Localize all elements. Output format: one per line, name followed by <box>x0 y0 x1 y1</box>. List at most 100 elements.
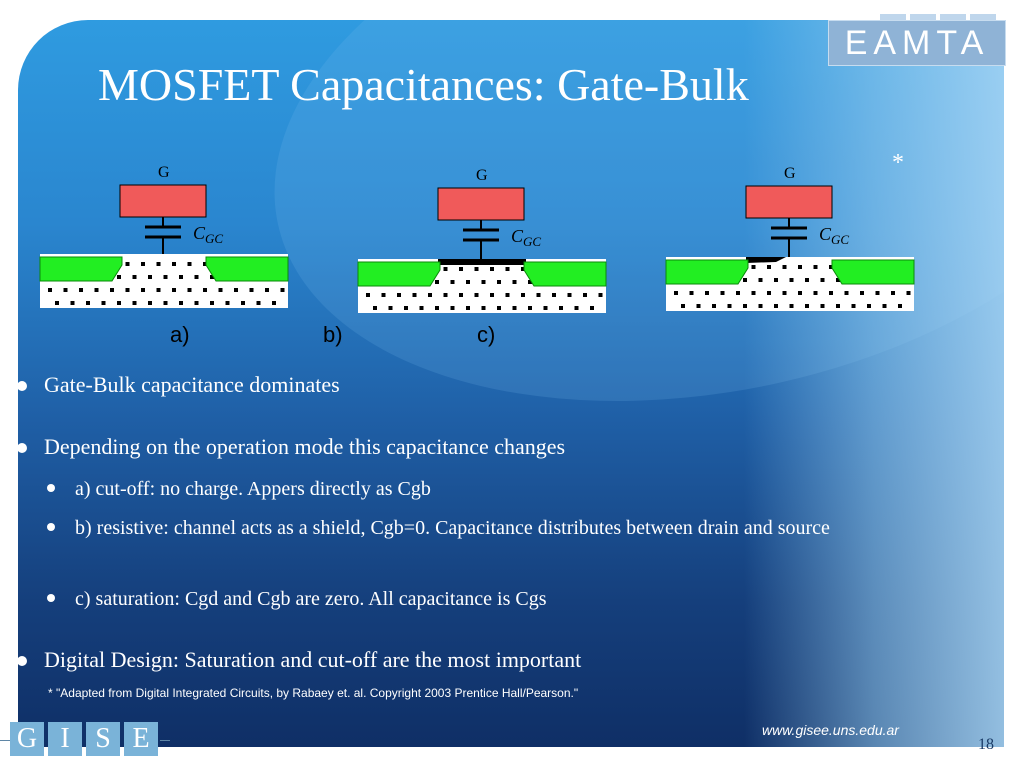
website-link[interactable]: www.gisee.uns.edu.ar <box>762 722 899 738</box>
substrate-dot <box>497 306 501 310</box>
substrate-dot <box>598 293 603 297</box>
substrate-dot <box>179 301 183 305</box>
case-label-b: b) <box>323 322 343 347</box>
gate-label: G <box>158 164 170 181</box>
substrate-dot <box>720 291 725 295</box>
substrate-dot <box>459 267 463 271</box>
substrate-dot <box>225 301 230 305</box>
substrate-dot <box>782 265 787 269</box>
substrate-dot <box>450 280 455 284</box>
substrate-dot <box>203 288 207 292</box>
substrate-dot <box>521 293 525 297</box>
substrate-dot <box>210 301 214 305</box>
substrate-dot <box>110 288 114 292</box>
substrate-dot <box>443 267 448 271</box>
substrate-dot <box>474 267 479 271</box>
substrate-dot <box>210 275 214 279</box>
substrate-dot <box>397 293 401 297</box>
substrate-dot <box>689 291 694 295</box>
eamta-logo-bars <box>880 14 1000 22</box>
substrate-dot <box>767 265 771 269</box>
substrate-dot <box>79 288 83 292</box>
substrate-dot <box>867 304 871 308</box>
substrate-dot <box>272 301 276 305</box>
bullet-digital-design: Digital Design: Saturation and cut-off a… <box>16 647 582 672</box>
substrate-dot <box>789 278 794 282</box>
mosfet-diagram-a: G CGC <box>39 164 289 308</box>
substrate-dot <box>163 275 168 279</box>
substrate-dot <box>70 301 75 305</box>
gate-electrode <box>745 185 833 219</box>
substrate-dot <box>132 275 137 279</box>
substrate-dot <box>249 288 254 292</box>
substrate-dot <box>48 288 52 292</box>
substrate-dot <box>179 275 183 279</box>
substrate-dot <box>758 304 763 308</box>
substrate-dot <box>681 304 685 308</box>
substrate-dot <box>156 288 161 292</box>
substrate-dot <box>813 265 818 269</box>
substrate-dot <box>774 304 778 308</box>
substrate-dot <box>820 278 825 282</box>
substrate-dot <box>388 306 393 310</box>
slide-background <box>18 20 1004 747</box>
substrate-dot <box>194 301 199 305</box>
bullet-gate-bulk-dominates: Gate-Bulk capacitance dominates <box>17 372 340 397</box>
substrate-dot <box>891 291 895 295</box>
substrate-dot <box>141 288 145 292</box>
drain-diffusion <box>523 261 607 287</box>
gise-logo: G I S E <box>10 722 158 758</box>
substrate-dot <box>265 288 269 292</box>
substrate-dot <box>536 293 541 297</box>
drain-diffusion <box>831 259 915 285</box>
substrate-dot <box>443 293 448 297</box>
substrate-dot <box>497 280 501 284</box>
substrate-dot <box>559 306 563 310</box>
substrate-dot <box>466 306 470 310</box>
substrate-dot <box>898 304 902 308</box>
substrate-dot <box>412 293 417 297</box>
substrate-dot <box>805 278 809 282</box>
gise-letter-e: E <box>124 722 158 756</box>
eamta-logo: EAMTA <box>828 20 1006 66</box>
substrate-dot <box>381 293 386 297</box>
substrate-dot <box>674 291 678 295</box>
substrate-dot <box>512 280 517 284</box>
substrate-dot <box>141 262 145 266</box>
substrate-dot <box>528 306 532 310</box>
substrate-dot <box>450 306 455 310</box>
substrate-dot <box>743 304 747 308</box>
substrate-dot <box>844 291 849 295</box>
pinched-channel <box>746 257 786 263</box>
bullet-operation-mode: Depending on the operation mode this cap… <box>16 434 566 459</box>
substrate-dot <box>419 306 424 310</box>
substrate-dot <box>55 301 59 305</box>
substrate-dot <box>466 280 470 284</box>
gise-logo-line-left <box>0 740 12 741</box>
capacitance-label-subscript: GC <box>523 234 541 249</box>
inversion-channel <box>438 259 526 265</box>
capacitance-label: CGC <box>193 223 223 246</box>
substrate-dot <box>789 304 794 308</box>
substrate-dot <box>836 304 840 308</box>
substrate-dot <box>117 275 121 279</box>
slide-title: MOSFET Capacitances: Gate-Bulk <box>98 59 749 110</box>
substrate-dot <box>218 288 223 292</box>
substrate-dot <box>428 293 432 297</box>
sub-bullet-cutoff: a) cut-off: no charge. Appers directly a… <box>47 474 905 504</box>
substrate-dot <box>505 267 510 271</box>
gise-logo-line-right <box>160 740 170 741</box>
sub-bullet-saturation: c) saturation: Cgd and Cgb are zero. All… <box>47 584 905 614</box>
substrate-dot <box>751 265 756 269</box>
substrate-dot <box>435 306 439 310</box>
capacitance-label-subscript: GC <box>831 232 849 247</box>
substrate-dot <box>836 278 840 282</box>
substrate-dot <box>583 293 587 297</box>
capacitance-label: CGC <box>819 224 849 247</box>
source-diffusion <box>357 261 441 287</box>
case-label-c: c) <box>477 322 496 347</box>
substrate-dot <box>490 267 494 271</box>
